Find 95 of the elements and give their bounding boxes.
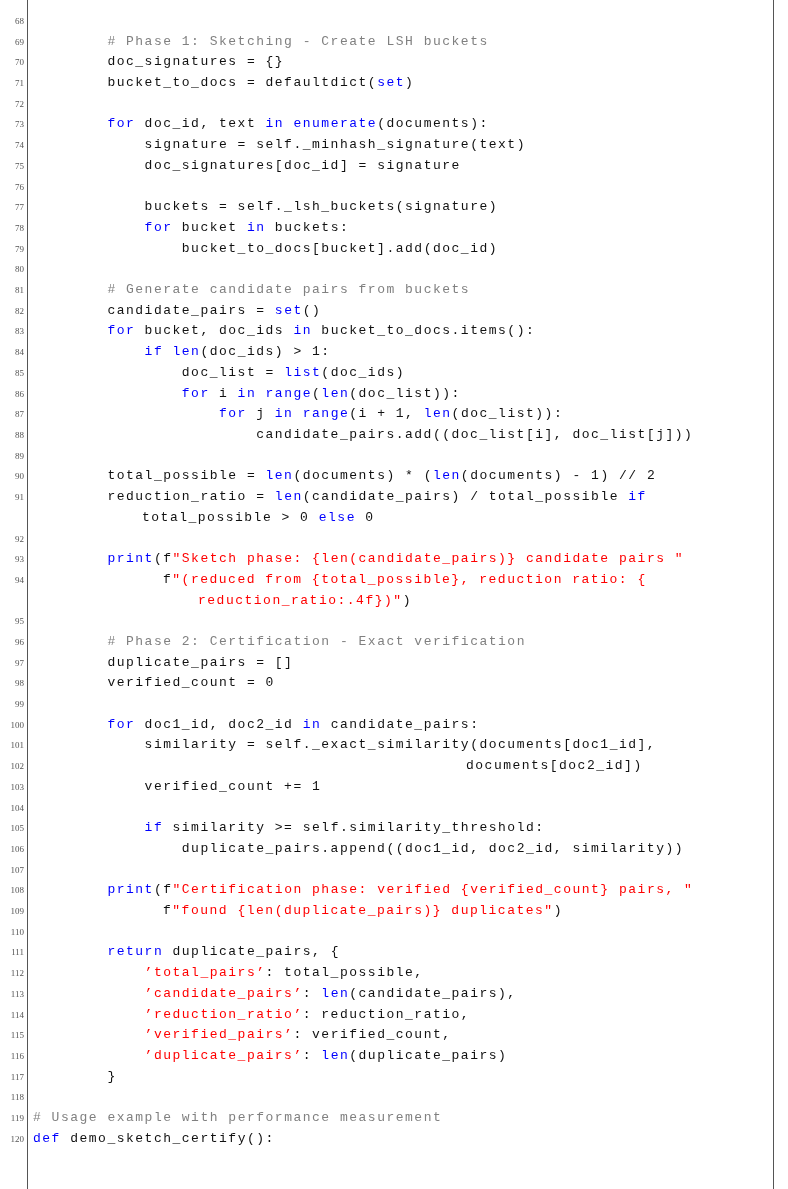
line-number: 88 (15, 430, 24, 440)
code-line: ’duplicate_pairs’: len(duplicate_pairs) (144, 1047, 508, 1065)
line-number: 81 (15, 285, 24, 296)
line-number: 103 (10, 781, 24, 792)
line-number: 90 (15, 471, 24, 482)
code-line: verified_count = 0 (107, 674, 275, 693)
line-number: 120 (10, 1133, 24, 1144)
code-line: doc_list = list(doc_ids) (181, 363, 406, 382)
code-line: doc_signatures = {} (107, 53, 285, 72)
line-number: 85 (15, 367, 24, 378)
line-number: 84 (15, 347, 24, 358)
line-number: 79 (15, 243, 24, 254)
code-line: print(f"Certification phase: verified {verified_count} pairs, " (107, 881, 694, 900)
line-number: 113 (10, 988, 24, 999)
code-line: candidate_pairs = set() (107, 301, 322, 320)
line-number: 98 (15, 678, 24, 689)
line-number: 116 (10, 1051, 24, 1061)
code-line: bucket_to_docs = defaultdict(set) (107, 74, 415, 93)
code-line: if similarity >= self.similarity_threshold: (144, 819, 545, 838)
code-line: for j in range(i + 1, len(doc_list)): (219, 405, 564, 424)
code-line: for i in range(len(doc_list)): (181, 384, 461, 403)
line-number: 86 (15, 388, 24, 399)
line-number: 108 (10, 885, 24, 896)
line-number: 106 (10, 844, 24, 854)
line-number: 110 (10, 926, 24, 937)
code-line: buckets = self._lsh_buckets(signature) (144, 198, 499, 217)
line-number: 119 (10, 1113, 24, 1124)
line-number: 105 (10, 823, 24, 834)
line-number: 78 (15, 223, 24, 233)
line-number: 101 (10, 740, 24, 751)
code-line: print(f"Sketch phase: {len(candidate_pairs)} candidate pairs " (107, 550, 685, 569)
line-number: 68 (15, 16, 24, 26)
code-line: verified_count += 1 (144, 777, 322, 796)
line-number: 107 (10, 864, 24, 875)
line-number: 80 (15, 264, 24, 275)
code-line: total_possible > 0 else 0 (142, 508, 375, 527)
line-number: 102 (10, 761, 24, 772)
code-line: similarity = self._exact_similarity(documents[doc1_id], (144, 736, 657, 755)
line-number: 104 (10, 802, 24, 813)
code-line: duplicate_pairs.append((doc1_id, doc2_id, similarity)) (181, 840, 685, 858)
line-number: 117 (10, 1071, 24, 1082)
line-number: 91 (15, 492, 24, 503)
line-number: 77 (15, 202, 24, 213)
code-line: ’reduction_ratio’: reduction_ratio, (144, 1005, 471, 1024)
code-line: ’total_pairs’: total_possible, (144, 964, 424, 983)
code-line: bucket_to_docs[bucket].add(doc_id) (181, 239, 499, 258)
line-number: 112 (10, 968, 24, 979)
line-number: 97 (15, 657, 24, 668)
code-line: doc_signatures[doc_id] = signature (144, 156, 461, 175)
code-line: duplicate_pairs = [] (107, 653, 294, 672)
line-number: 74 (15, 140, 24, 151)
line-number: 93 (15, 554, 24, 565)
code-line: f"(reduced from {total_possible}, reduction ratio: { reduction_ratio:.4f})") (163, 570, 648, 610)
code-line: for doc1_id, doc2_id in candidate_pairs: (107, 715, 480, 734)
line-number: 118 (10, 1092, 24, 1103)
line-number: 76 (15, 181, 24, 192)
code-line: def demo_sketch_certify(): (33, 1129, 275, 1148)
code-line: documents[doc2_id]) (466, 757, 643, 776)
line-number: 95 (15, 616, 24, 627)
code-line: ’verified_pairs’: verified_count, (144, 1026, 452, 1045)
code-line: total_possible = len(documents) * (len(documents) - 1) // 2 (107, 467, 657, 486)
line-number: 73 (15, 119, 24, 130)
line-number: 94 (15, 574, 24, 585)
code-line: ’candidate_pairs’: len(candidate_pairs), (144, 984, 517, 1003)
line-number: 87 (15, 409, 24, 420)
line-number: 69 (15, 36, 24, 47)
code-line: candidate_pairs.add((doc_list[i], doc_list[j])) (256, 426, 694, 444)
line-number: 109 (10, 906, 24, 917)
line-number: 100 (10, 719, 24, 730)
code-line: if len(doc_ids) > 1: (144, 343, 331, 362)
line-number: 75 (15, 160, 24, 171)
line-number: 99 (15, 699, 24, 710)
code-line: } (107, 1067, 117, 1086)
line-number: 82 (15, 305, 24, 316)
line-number: 70 (15, 57, 24, 68)
code-line: # Phase 2: Certification - Exact verification (107, 633, 526, 651)
code-line: for bucket, doc_ids in bucket_to_docs.items(): (107, 322, 536, 341)
line-number: 115 (10, 1030, 24, 1041)
code-line: return duplicate_pairs, { (107, 943, 340, 962)
code-line: for doc_id, text in enumerate(documents): (107, 115, 489, 134)
line-number: 111 (11, 947, 24, 958)
code-line: reduction_ratio = len(candidate_pairs) / total_possible if (107, 488, 647, 507)
code-line: signature = self._minhash_signature(text) (144, 136, 526, 155)
code-line: # Usage example with performance measurement (33, 1109, 443, 1128)
code-line: f"found {len(duplicate_pairs)} duplicates") (163, 902, 563, 921)
line-number: 96 (15, 637, 24, 647)
line-number: 92 (15, 533, 24, 544)
code-line: # Generate candidate pairs from buckets (107, 281, 471, 300)
line-number: 83 (15, 326, 24, 337)
line-number: 72 (15, 98, 24, 109)
code-line: for bucket in buckets: (144, 219, 350, 237)
code-line: # Phase 1: Sketching - Create LSH buckets (107, 32, 489, 51)
line-number: 114 (10, 1009, 24, 1020)
line-number: 71 (15, 78, 24, 89)
line-number: 89 (15, 450, 24, 461)
